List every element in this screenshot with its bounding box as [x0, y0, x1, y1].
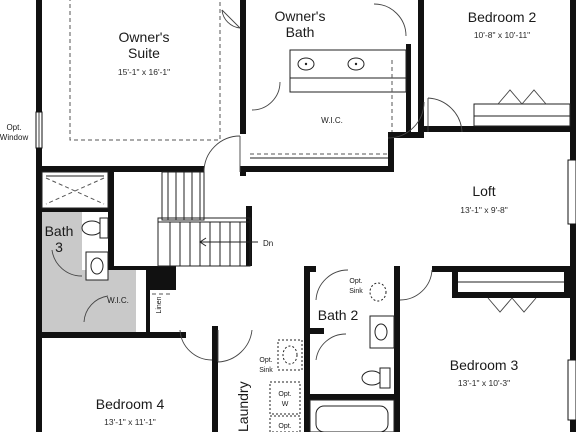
stairs-down-label: Dn	[263, 239, 273, 248]
bedroom2-dims: 10'-8" x 10'-11"	[474, 30, 530, 40]
opt-washer-sub: W	[282, 401, 289, 408]
opt-dryer-label: Opt.	[278, 423, 291, 430]
owners-bath-name-line2: Bath	[286, 24, 315, 40]
linen-label: Linen	[156, 296, 163, 313]
loft-name: Loft	[472, 183, 495, 199]
bedroom3-dims: 13'-1" x 10'-3"	[458, 378, 510, 388]
owners-suite-name-line1: Owner's	[119, 29, 170, 45]
opt-sink-icon	[369, 282, 387, 302]
sink-icon	[90, 257, 104, 275]
opt-window-line2: Window	[0, 133, 28, 142]
opt-sink-bath2-line1: Opt.	[349, 278, 362, 285]
bath3-name-line1: Bath	[45, 223, 74, 239]
bedroom4-dims: 13'-1" x 11'-1"	[104, 417, 156, 427]
toilet-icon	[361, 370, 383, 386]
closet-bifold-doors	[487, 89, 547, 313]
owners-wic-label: W.I.C.	[321, 116, 343, 125]
bath2-name: Bath 2	[318, 307, 359, 323]
owners-suite-name-line2: Suite	[128, 45, 160, 61]
opt-dryer	[269, 415, 301, 432]
bath3-floor	[42, 208, 82, 332]
opt-washer-label: Opt.	[278, 391, 291, 398]
opt-washer	[269, 381, 301, 415]
bedroom2-name: Bedroom 2	[468, 9, 537, 25]
owners-suite-dims: 15'-1" x 16'-1"	[118, 67, 170, 77]
laundry-name: Laundry	[235, 381, 251, 432]
tray-ceiling-outline	[69, 0, 221, 141]
toilet-icon	[81, 220, 103, 236]
door-swings	[51, 3, 463, 363]
opt-sink-laundry-line1: Opt.	[259, 357, 272, 364]
small-wic-label: W.I.C.	[107, 296, 129, 305]
bedroom3-name: Bedroom 3	[450, 357, 519, 373]
bath3-shower	[41, 171, 109, 209]
sink-icon	[374, 323, 388, 341]
bedroom4-name: Bedroom 4	[96, 396, 165, 412]
bath3-name-line2: 3	[55, 239, 63, 255]
loft-dims: 13'-1" x 9'-8"	[460, 205, 508, 215]
owners-bath-name-line1: Owner's	[275, 8, 326, 24]
opt-sink-bath2-line2: Sink	[349, 288, 363, 295]
opt-sink-laundry-line2: Sink	[259, 367, 273, 374]
staircase	[157, 171, 258, 267]
opt-window-line1: Opt.	[6, 123, 21, 132]
